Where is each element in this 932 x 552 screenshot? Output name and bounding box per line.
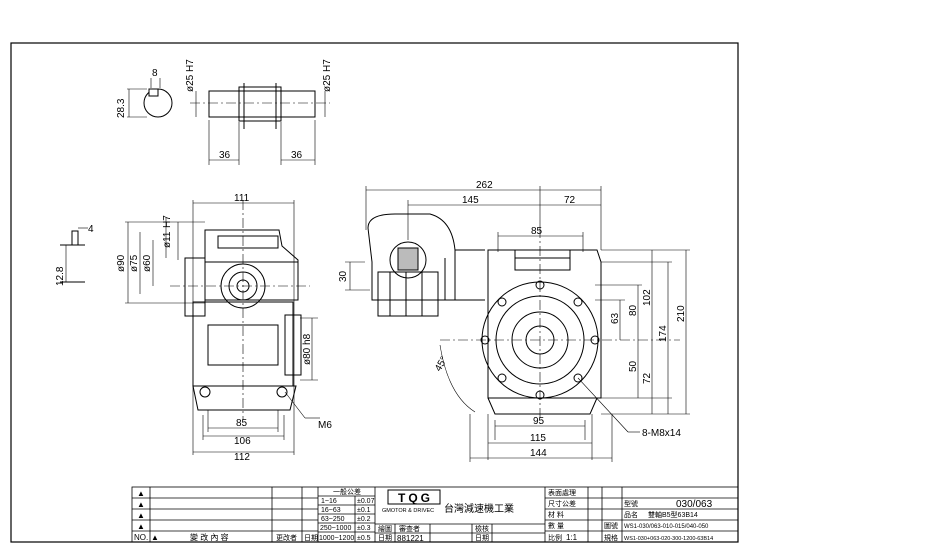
tol-range: 16~63	[321, 507, 341, 514]
dim-m6: M6	[318, 420, 332, 431]
draw-label: 繪圖	[378, 524, 392, 533]
check-label: 檢核	[475, 524, 489, 533]
dim-offset-30: 30	[338, 270, 349, 282]
scale-label: 比例	[548, 533, 562, 542]
date-label2: 日期	[475, 534, 489, 542]
revision-symbols: ▲ ▲ ▲ ▲ ▲	[137, 489, 159, 542]
rev-symbol: ▲	[137, 522, 145, 531]
dim-side-85: 85	[236, 418, 248, 429]
dim-h-63: 63	[610, 312, 621, 324]
dim-bolt-label: 8-M8x14	[642, 428, 681, 439]
dim-side-106: 106	[234, 436, 251, 447]
rev-symbol: ▲	[137, 511, 145, 520]
tol-value: ±0.2	[357, 516, 371, 523]
dim-front-85: 85	[531, 226, 543, 237]
dim-key-small-w: 4	[88, 224, 94, 235]
part-label: 圖號	[604, 521, 618, 530]
company-logo: TQG GMOTOR & DRIVEC	[382, 489, 441, 514]
tol-range: 1~16	[321, 498, 337, 505]
dim-dia-90: ø90	[116, 254, 127, 272]
tol-value: ±0.3	[357, 525, 371, 532]
col-no: NO.	[134, 533, 148, 542]
tolerance-table: 1~16 ±0.07 16~63 ±0.1 63~250 ±0.2 250~10…	[319, 498, 375, 542]
company-name: 台灣減速機工業	[444, 502, 514, 515]
dim-dia-60: ø60	[142, 254, 153, 272]
dim-angle-45: 45°	[433, 355, 450, 374]
rev-symbol: ▲	[137, 500, 145, 509]
surface-label: 表面處理	[548, 488, 576, 497]
tol-header: 一般公差	[333, 487, 361, 496]
col-change: 變 改 內 容	[190, 532, 229, 542]
scale-value: 1:1	[566, 533, 578, 542]
dim-overall-262: 262	[476, 180, 493, 191]
dim-front-115: 115	[530, 433, 546, 444]
logo-text: TQG	[398, 491, 433, 505]
tol-range: 250~1000	[320, 525, 351, 532]
material-label: 材 料	[548, 510, 564, 519]
rev-symbol: ▲	[137, 489, 145, 498]
approve-label: 審查者	[399, 524, 420, 533]
tol-value: ±0.07	[357, 498, 375, 505]
dim-h-50: 50	[628, 360, 639, 372]
dim-bore-11: ø11	[162, 231, 173, 248]
cert-label: 尺寸公差	[548, 499, 576, 508]
dim-side-112: 112	[234, 452, 250, 463]
tol-range: 1000~1200	[319, 535, 354, 542]
dim-key-width: 8	[152, 68, 158, 79]
dim-h-210: 210	[676, 305, 687, 322]
qty-label: 數 量	[548, 521, 564, 530]
side-view	[60, 200, 320, 455]
name-value: 雙軸B5型63B14	[648, 510, 698, 519]
date-value: 881221	[397, 534, 424, 543]
dim-len-145: 145	[462, 195, 479, 206]
dim-key-height: 28.3	[116, 98, 127, 118]
dim-len-72: 72	[564, 195, 576, 206]
dim-bore-h7: H7	[162, 215, 173, 228]
dim-front-144: 144	[530, 448, 547, 459]
front-view	[345, 186, 690, 462]
shaft-detail	[127, 78, 330, 165]
dim-shaft-dia-left: ø25 H7	[185, 59, 196, 92]
model-label: 型號	[624, 499, 638, 508]
tol-value: ±0.1	[357, 507, 371, 514]
dim-h-80: 80	[628, 304, 639, 316]
dim-h-102: 102	[642, 289, 653, 306]
dim-side-111: 111	[234, 193, 250, 204]
dim-front-95: 95	[533, 416, 545, 427]
name-label: 品名	[624, 510, 638, 519]
ref-value: WS1-030+063-020-300-1200-63B14	[624, 536, 713, 542]
col-date: 更改者	[276, 533, 297, 542]
part-value: WS1-030/063-010-015/040-050	[624, 524, 709, 530]
ref-label: 規格	[604, 533, 618, 542]
dim-h-174: 174	[658, 325, 669, 342]
tol-range: 63~250	[321, 516, 345, 523]
col-date2: 日期	[304, 534, 318, 542]
dim-pilot-80: ø80 h8	[302, 333, 313, 365]
dim-dia-75: ø75	[129, 254, 140, 272]
tol-value: ±0.5	[357, 535, 371, 542]
title-block	[131, 486, 739, 543]
model-value: 030/063	[676, 499, 713, 510]
date-label: 日期	[378, 534, 392, 542]
dim-shaft-len-left: 36	[219, 150, 231, 161]
rev-symbol: ▲	[151, 533, 159, 542]
dim-h-72: 72	[642, 372, 653, 384]
dim-shaft-len-right: 36	[291, 150, 303, 161]
dim-shaft-dia-right: ø25 H7	[322, 59, 333, 92]
dim-key-small-h: 12.8	[55, 266, 66, 286]
brand-small: GMOTOR & DRIVEC	[382, 508, 434, 514]
